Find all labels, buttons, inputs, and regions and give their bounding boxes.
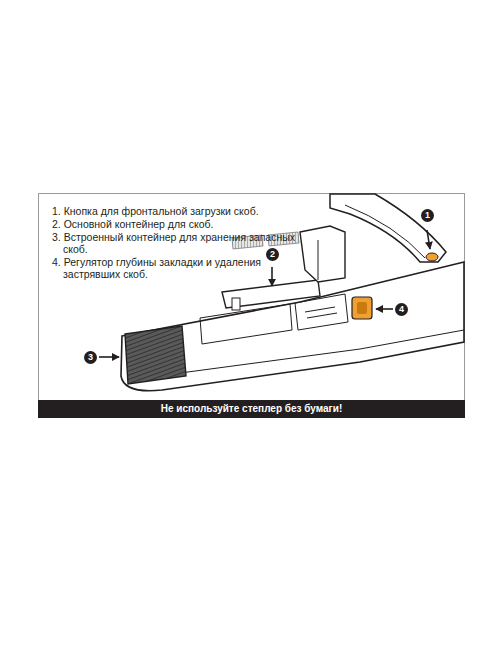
- callout-circle: [266, 248, 279, 261]
- callout-circle: [84, 351, 97, 364]
- front-load-button: [426, 253, 438, 261]
- upper-arm: [330, 194, 446, 262]
- depth-regulator: [352, 297, 372, 319]
- leader-arrow: [376, 308, 393, 310]
- callout-text: 1: [421, 209, 434, 222]
- legend-item: 1. Кнопка для фронтальной загрузки скоб.: [52, 205, 301, 217]
- staple-head: [300, 226, 345, 282]
- stapler-base: [121, 262, 464, 391]
- base-plate: [200, 304, 292, 344]
- legend-item: 2. Основной контейнер для скоб.: [52, 218, 301, 230]
- warning-band: Не используйте степлер без бумаги!: [38, 400, 465, 418]
- callout-number: 4: [395, 303, 408, 316]
- frame: [39, 194, 465, 418]
- leader-arrow: [271, 267, 273, 286]
- regulator-grip: [357, 302, 367, 314]
- spare-staple-drawer: [125, 326, 186, 384]
- callout-text: 4: [395, 303, 408, 316]
- callout-text: 2: [266, 248, 279, 261]
- warning-text: Не используйте степлер без бумаги!: [161, 403, 343, 414]
- legend-item: 4. Регулятор глубины закладки и удаления…: [52, 256, 301, 280]
- legend-item: 3. Встроенный контейнер для хранения зап…: [52, 231, 301, 255]
- leader-arrow: [99, 356, 119, 358]
- callout-circle: [395, 303, 408, 316]
- anvil-slot: [307, 313, 337, 318]
- callout-number: 3: [84, 351, 97, 364]
- leader-arrow: [427, 230, 430, 249]
- callout-number: 2: [266, 248, 279, 261]
- magazine-clip: [232, 298, 240, 310]
- anvil-plate: [295, 294, 348, 330]
- arm-edge: [345, 205, 425, 258]
- callout-number: 1: [421, 209, 434, 222]
- callout-circle: [421, 209, 434, 222]
- anvil-slot: [305, 307, 335, 312]
- callout-text: 3: [84, 351, 97, 364]
- head-edge: [318, 240, 319, 280]
